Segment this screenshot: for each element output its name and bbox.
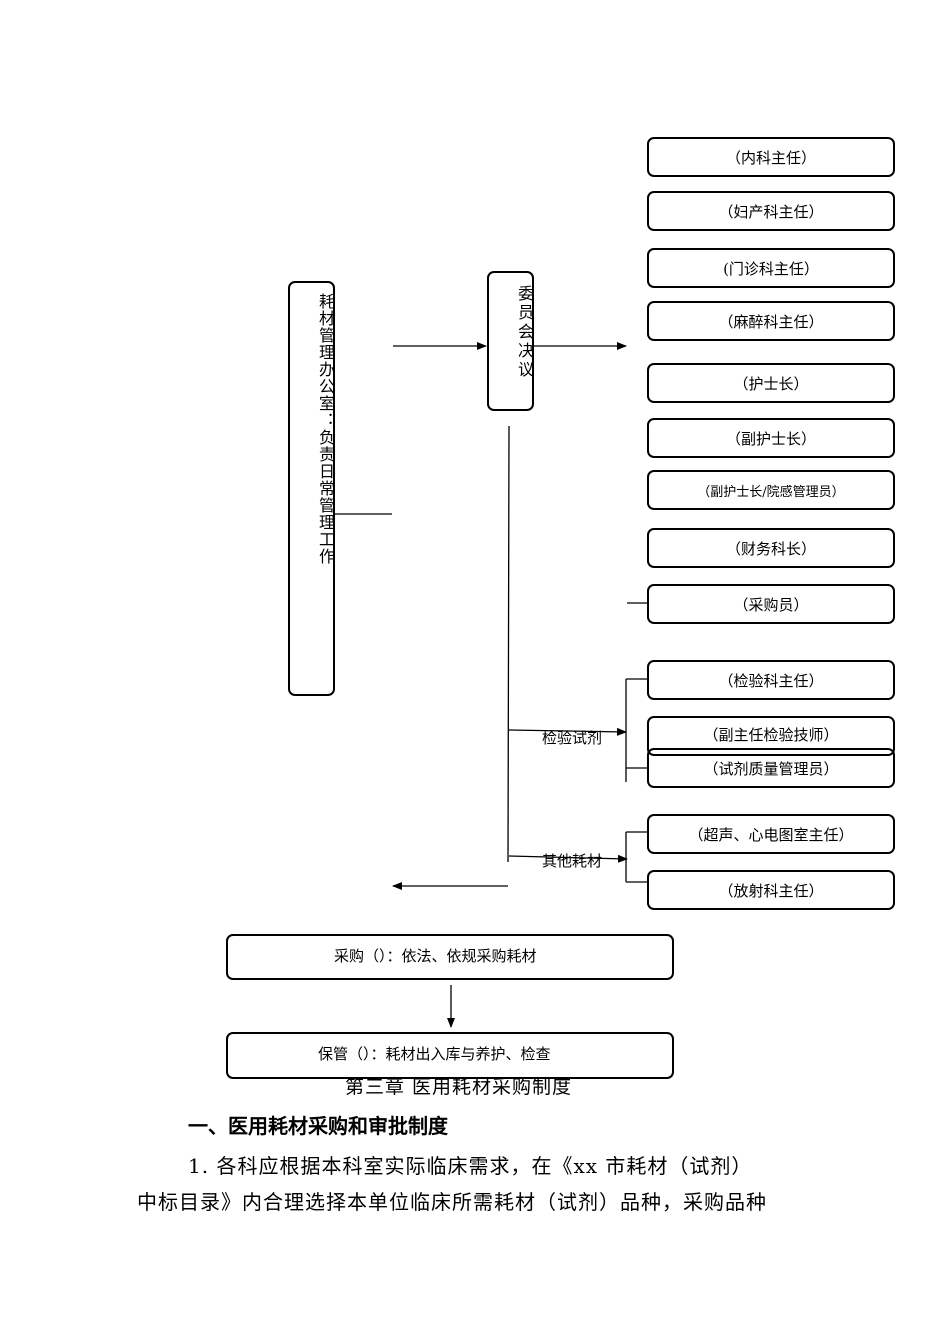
reagent-box-lab-director: （检验科主任） <box>647 660 895 700</box>
office-text: 耗材管理办公室：负责日常管理工作 <box>316 293 335 565</box>
reagent-box-deputy-tech: （副主任检验技师） <box>647 716 895 756</box>
reagent-branch-line <box>508 727 627 736</box>
member-box-buyer: （采购员） <box>647 584 895 624</box>
storage-box: 保管（）：耗材出入库与养护、检查 <box>226 1032 674 1079</box>
member-box-deputy-nurse: （副护士长） <box>647 418 895 458</box>
member-box-outpatient: (门诊科主任） <box>647 248 895 288</box>
paragraph-line-1: 1. 各科应根据本科室实际临床需求，在《xx 市耗材（试剂） <box>188 1154 753 1178</box>
trunk-line <box>507 425 510 863</box>
reagent-branch-label: 检验试剂 <box>542 729 603 747</box>
member-box-obstetrics: （妇产科主任） <box>647 191 895 231</box>
member-box-internal: （内科主任） <box>647 137 895 177</box>
other-box-ultrasound: （超声、心电图室主任） <box>647 814 895 854</box>
purchase-text: 采购（）：依法、依规采购耗材 <box>334 947 537 965</box>
other-box-radiology: （放射科主任） <box>647 870 895 910</box>
other-branch-label: 其他耗材 <box>542 852 603 870</box>
member-box-anesthesia: （麻醉科主任） <box>647 301 895 341</box>
purchase-box: 采购（）：依法、依规采购耗材 <box>226 934 674 980</box>
section-heading: 一、医用耗材采购和审批制度 <box>188 1114 448 1138</box>
chapter-title: 第三章 医用耗材采购制度 <box>345 1076 573 1098</box>
committee-box: 委员会决议 <box>487 271 534 411</box>
office-box: 耗材管理办公室：负责日常管理工作 <box>288 281 335 696</box>
member-box-head-nurse: （护士长） <box>647 363 895 403</box>
storage-text: 保管（）：耗材出入库与养护、检查 <box>318 1045 551 1063</box>
committee-text: 委员会决议 <box>515 285 534 380</box>
member-box-infection: （副护士长/院感管理员） <box>647 470 895 510</box>
paragraph-line-2: 中标目录》内合理选择本单位临床所需耗材（试剂）品种，采购品种 <box>137 1190 767 1214</box>
other-branch-line <box>508 854 628 863</box>
member-box-finance: （财务科长） <box>647 528 895 568</box>
